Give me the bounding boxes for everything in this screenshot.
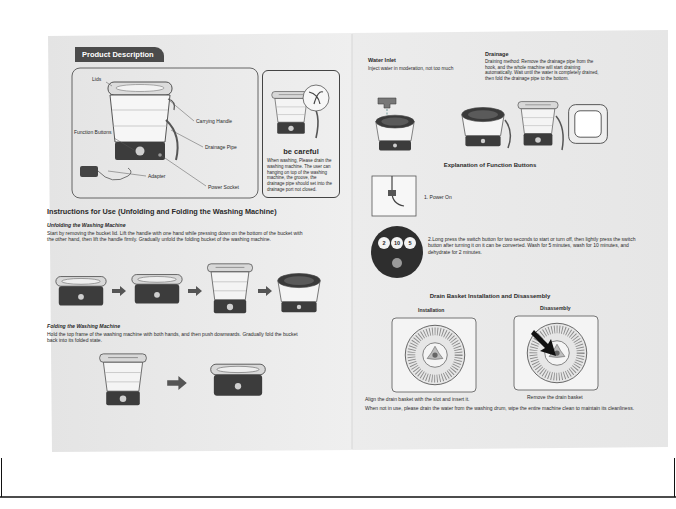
- section-tab: Product Description: [75, 47, 164, 62]
- button-number: 5: [404, 240, 416, 247]
- subheading: Unfolding the Washing Machine: [47, 222, 126, 229]
- part-name: Adapter: [148, 173, 166, 179]
- section-heading: Water Inlet: [368, 57, 396, 64]
- section-title: Product Description: [82, 50, 154, 59]
- button-number: 2: [378, 240, 390, 247]
- instruction-text: Inject water in moderation, not too much: [368, 66, 453, 72]
- subheading: Folding the Washing Machine: [47, 323, 120, 330]
- warning-heading: be careful: [267, 147, 335, 156]
- instruction-text: 1. Power On: [424, 194, 452, 200]
- warning-text: When washing, Please drain the washing m…: [267, 158, 335, 192]
- section-heading: Instructions for Use (Unfolding and Fold…: [47, 207, 277, 216]
- instruction-text: Draining method: Remove the drainage pip…: [485, 59, 603, 82]
- part-name: Power Socket: [208, 184, 239, 190]
- part-name: Lids: [92, 76, 101, 82]
- section-heading: Drain Basket Installation and Disassembl…: [390, 293, 590, 301]
- section-heading: Drainage: [485, 51, 509, 58]
- button-number: 10: [391, 240, 403, 247]
- step-label: Installation: [418, 307, 444, 313]
- instruction-text: 2.Long press the switch button for two s…: [428, 236, 646, 255]
- instruction-text: Remove the drain basket: [527, 394, 583, 400]
- instruction-text: Align the drain basket with the slot and…: [365, 396, 470, 402]
- instruction-text: When not in use, please drain the water …: [365, 405, 637, 411]
- section-heading: Explanation of Function Buttons: [390, 162, 590, 170]
- part-name: Carrying Handle: [196, 118, 232, 124]
- instruction-text: Hold the top frame of the washing machin…: [47, 331, 305, 344]
- warning-box: be carefulWhen washing, Please drain the…: [262, 70, 340, 198]
- step-label: Disassembly: [540, 305, 571, 311]
- part-name: Drainage Pipe: [205, 144, 237, 150]
- part-name: Function Buttons: [74, 129, 112, 135]
- instruction-text: Start by removing the bucket lid. Lift t…: [47, 230, 305, 243]
